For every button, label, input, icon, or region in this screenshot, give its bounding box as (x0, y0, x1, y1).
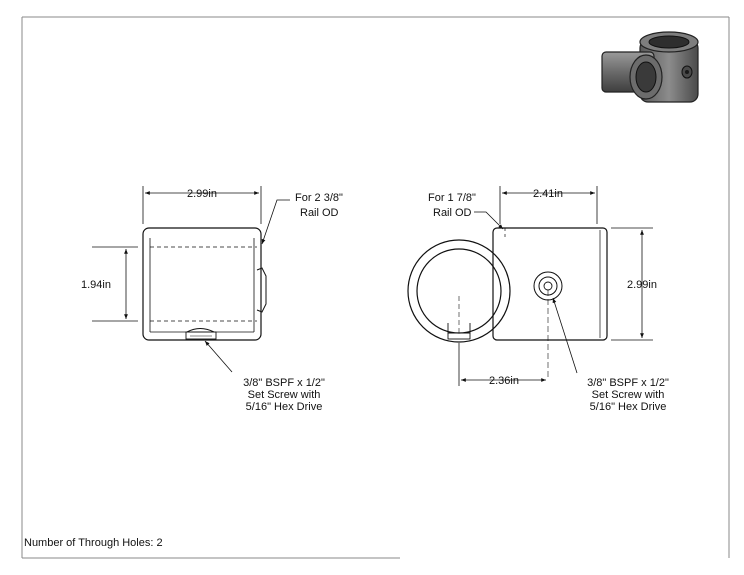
right-note-rail-line1: For 1 7/8" (428, 192, 476, 204)
left-screw-leader (204, 340, 233, 373)
left-dim-height (92, 246, 138, 322)
right-dim-height (611, 227, 653, 341)
right-dim-offset-label: 2.36in (489, 375, 519, 387)
right-view-body (492, 227, 608, 378)
right-note-screw-line1: 3/8" BSPF x 1/2" (587, 377, 669, 389)
right-note-rail-line2: Rail OD (433, 207, 472, 219)
left-note-screw-line1: 3/8" BSPF x 1/2" (243, 377, 325, 389)
left-dim-height-label: 1.94in (81, 279, 111, 291)
right-note-screw-line3: 5/16" Hex Drive (590, 401, 667, 413)
left-view-body (142, 227, 267, 341)
left-note-rail-line2: Rail OD (300, 207, 339, 219)
left-note-rail-line1: For 2 3/8" (295, 192, 343, 204)
sheet-border (21, 16, 730, 559)
left-note-screw-line2: Set Screw with (248, 389, 321, 401)
right-dim-width-label: 2.41in (533, 188, 563, 200)
right-dim-height-label: 2.99in (627, 279, 657, 291)
right-dim-width (499, 186, 598, 224)
left-dim-width (142, 186, 262, 224)
right-dim-offset (458, 343, 546, 386)
left-dim-width-label: 2.99in (187, 188, 217, 200)
fitting-3d-render (601, 31, 699, 103)
right-view-ring (407, 239, 511, 343)
right-rail-leader (474, 211, 504, 230)
right-note-screw-line2: Set Screw with (592, 389, 665, 401)
through-holes-note: Number of Through Holes: 2 (24, 537, 163, 549)
left-rail-leader (261, 199, 290, 245)
left-note-screw-line3: 5/16" Hex Drive (246, 401, 323, 413)
right-screw-leader (552, 297, 578, 374)
